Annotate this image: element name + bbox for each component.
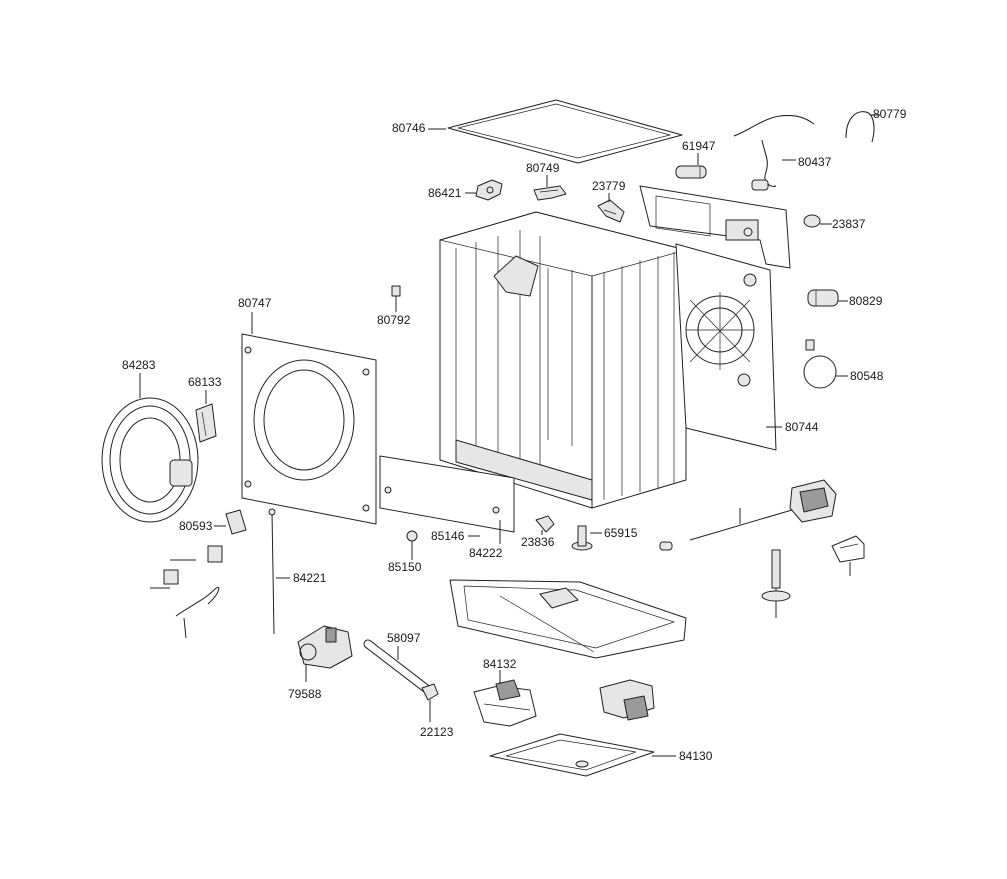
hose-80437-part [733, 115, 815, 191]
label-86421: 86421 [428, 186, 462, 200]
label-84221: 84221 [293, 571, 327, 585]
label-61947: 61947 [682, 139, 716, 153]
label-79588: 79588 [288, 687, 322, 701]
label-85146: 85146 [431, 529, 465, 543]
label-22123: 22123 [420, 725, 454, 739]
bracket-right-part [831, 535, 865, 576]
clip-80749-part [533, 185, 567, 201]
screw-85150-part [406, 530, 418, 560]
label-23779: 23779 [592, 179, 626, 193]
label-23836: 23836 [521, 535, 555, 549]
latch-23779-part [597, 199, 625, 223]
label-84132: 84132 [483, 657, 517, 671]
clip-23836-part [535, 515, 555, 533]
hinge-bracket-86421-part [475, 179, 503, 201]
label-80747: 80747 [238, 296, 272, 310]
cable-part [175, 586, 220, 639]
label-80744: 80744 [785, 420, 819, 434]
door-assembly-part [101, 397, 199, 523]
shock-absorber-part [761, 549, 791, 618]
capacitor-61947-part [675, 165, 707, 179]
hose-58097-part [363, 639, 439, 701]
label-80593: 80593 [179, 519, 213, 533]
label-80749: 80749 [526, 161, 560, 175]
bottom-plate-part [489, 733, 655, 777]
label-84283: 84283 [122, 358, 156, 372]
label-80548: 80548 [850, 369, 884, 383]
foot-65915-part [571, 525, 593, 551]
top-cover-part [447, 99, 683, 164]
motor-part [689, 479, 837, 541]
drain-pump-part [297, 625, 353, 669]
nut-23837-part [803, 214, 821, 228]
kick-panel-part [379, 455, 515, 533]
clamp-80548-part [803, 339, 837, 389]
label-85150: 85150 [388, 560, 422, 574]
small-switch-part [150, 545, 223, 589]
hinge-68133-part [195, 403, 217, 443]
label-84130: 84130 [679, 749, 713, 763]
label-80779: 80779 [873, 107, 907, 121]
label-84222: 84222 [469, 546, 503, 560]
label-65915: 65915 [604, 526, 638, 540]
rear-panel-part [675, 243, 777, 451]
rod-84221-part [268, 508, 276, 635]
label-80792: 80792 [377, 313, 411, 327]
cabinet-body-part [438, 211, 688, 509]
pressure-switch-part [473, 679, 537, 727]
base-frame-part [449, 579, 687, 659]
label-23837: 23837 [832, 217, 866, 231]
screw-80792-part [391, 285, 401, 312]
front-panel-part [241, 333, 377, 525]
small-cap-part [659, 541, 673, 551]
filter-80829-part [807, 289, 839, 307]
lock-80593-part [225, 509, 247, 535]
label-68133: 68133 [188, 375, 222, 389]
hose-80779-part [845, 111, 875, 143]
label-80829: 80829 [849, 294, 883, 308]
label-80437: 80437 [798, 155, 832, 169]
controller-part [599, 679, 655, 721]
label-58097: 58097 [387, 631, 421, 645]
label-80746: 80746 [392, 121, 426, 135]
rear-top-panel-part [639, 185, 791, 269]
